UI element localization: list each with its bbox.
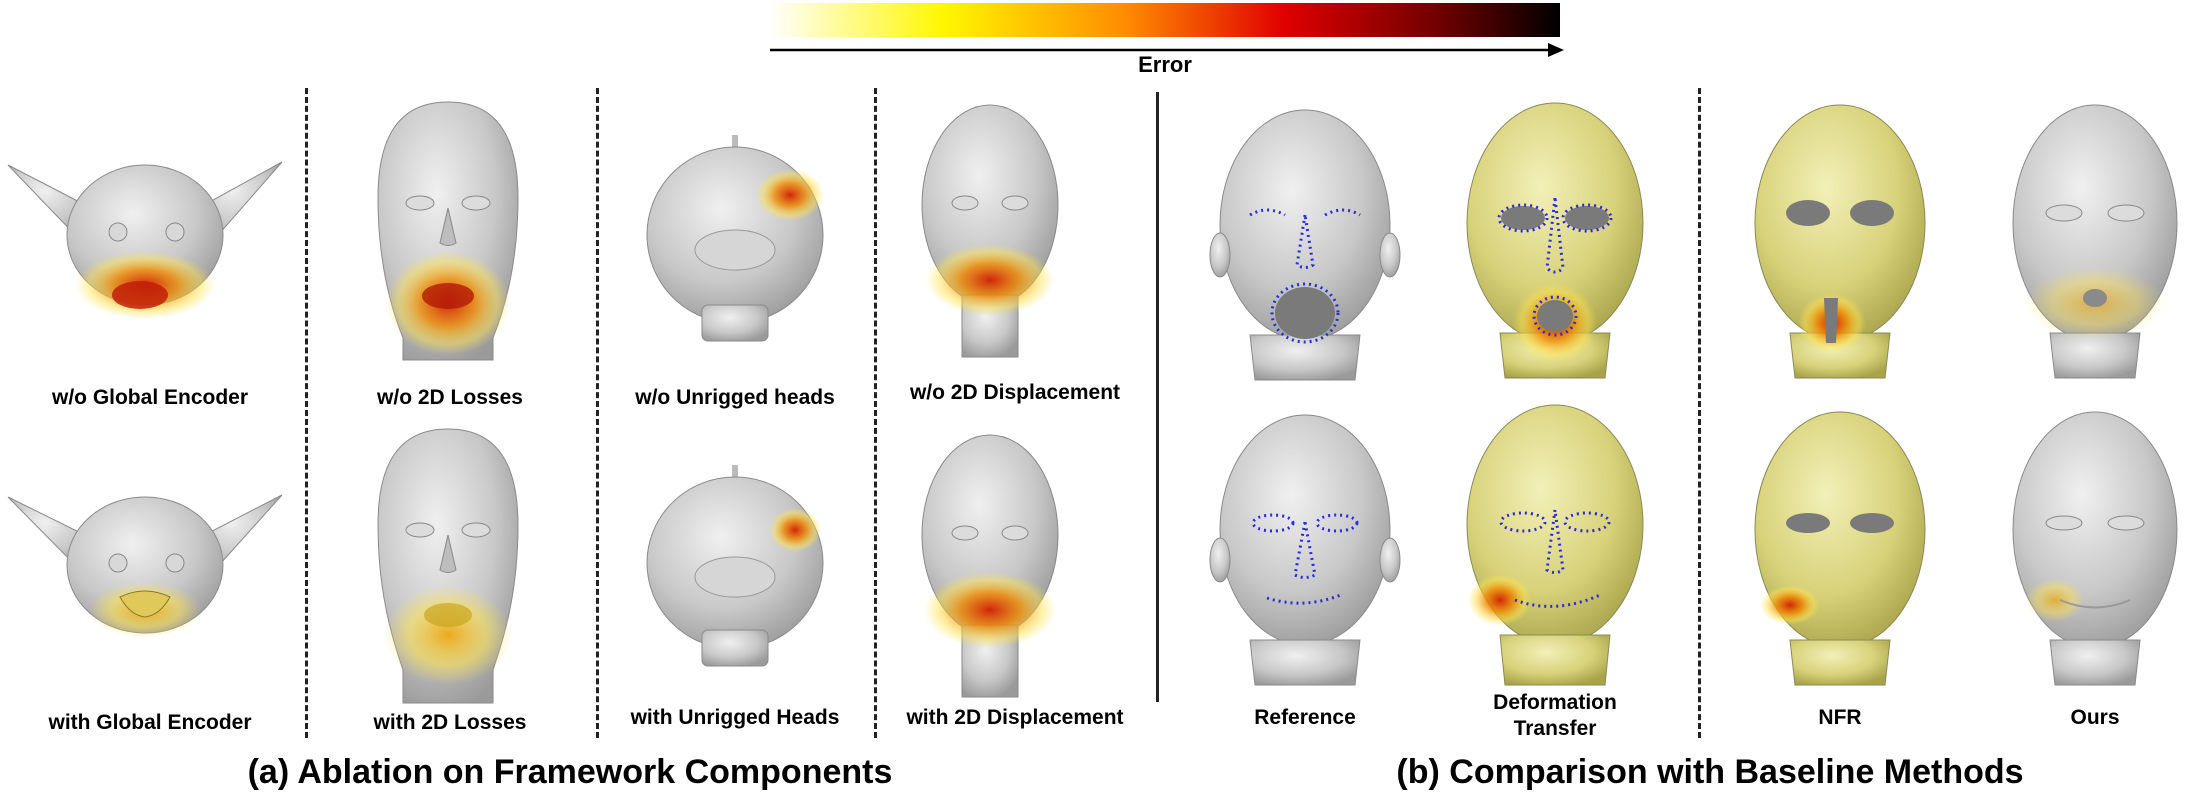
separator-2 (596, 88, 599, 738)
mesh-nfr-top (1754, 104, 1926, 379)
label-deformation-transfer: Deformation Transfer (1493, 691, 1617, 741)
label-reference: Reference (1254, 706, 1356, 729)
error-arrow (770, 43, 1564, 57)
mesh-creature-bottom (7, 494, 283, 638)
separator-1 (305, 88, 308, 738)
label-with-2d-displacement: with 2D Displacement (906, 706, 1124, 729)
mesh-reference-top (1209, 109, 1401, 381)
label-wo-unrigged-heads: w/o Unrigged heads (635, 386, 835, 409)
mesh-deftransfer-bottom (1466, 404, 1644, 686)
mesh-reference-bottom (1209, 414, 1401, 686)
mesh-creature-top (7, 161, 283, 319)
caption-comparison: (b) Comparison with Baseline Methods (1396, 753, 2024, 791)
label-ours: Ours (2070, 706, 2120, 729)
mesh-ours-bottom (2012, 411, 2178, 686)
mesh-longface-bottom (377, 428, 519, 704)
separator-4 (1698, 88, 1701, 738)
mesh-longface-top (377, 101, 519, 361)
label-nfr: NFR (1818, 706, 1862, 729)
label-with-global-encoder: with Global Encoder (48, 711, 252, 734)
separator-main (1156, 92, 1159, 702)
mesh-femalehead-bottom (921, 434, 1059, 698)
label-wo-global-encoder: w/o Global Encoder (51, 386, 249, 409)
label-wo-2d-losses: w/o 2D Losses (377, 386, 523, 409)
separator-3 (874, 88, 877, 738)
mesh-ours-top (2012, 104, 2178, 379)
mesh-nfr-bottom (1754, 411, 1926, 686)
caption-ablation: (a) Ablation on Framework Components (247, 753, 893, 791)
label-wo-2d-displacement: w/o 2D Displacement (909, 381, 1121, 404)
error-label: Error (1138, 52, 1192, 77)
mesh-roundhead-top (646, 135, 824, 342)
mesh-femalehead-top (921, 104, 1059, 358)
error-colorbar (770, 3, 1560, 37)
label-with-2d-losses: with 2D Losses (373, 711, 527, 734)
mesh-roundhead-bottom (646, 465, 824, 667)
label-with-unrigged-heads: with Unrigged Heads (630, 706, 840, 729)
mesh-deftransfer-top (1466, 102, 1644, 379)
